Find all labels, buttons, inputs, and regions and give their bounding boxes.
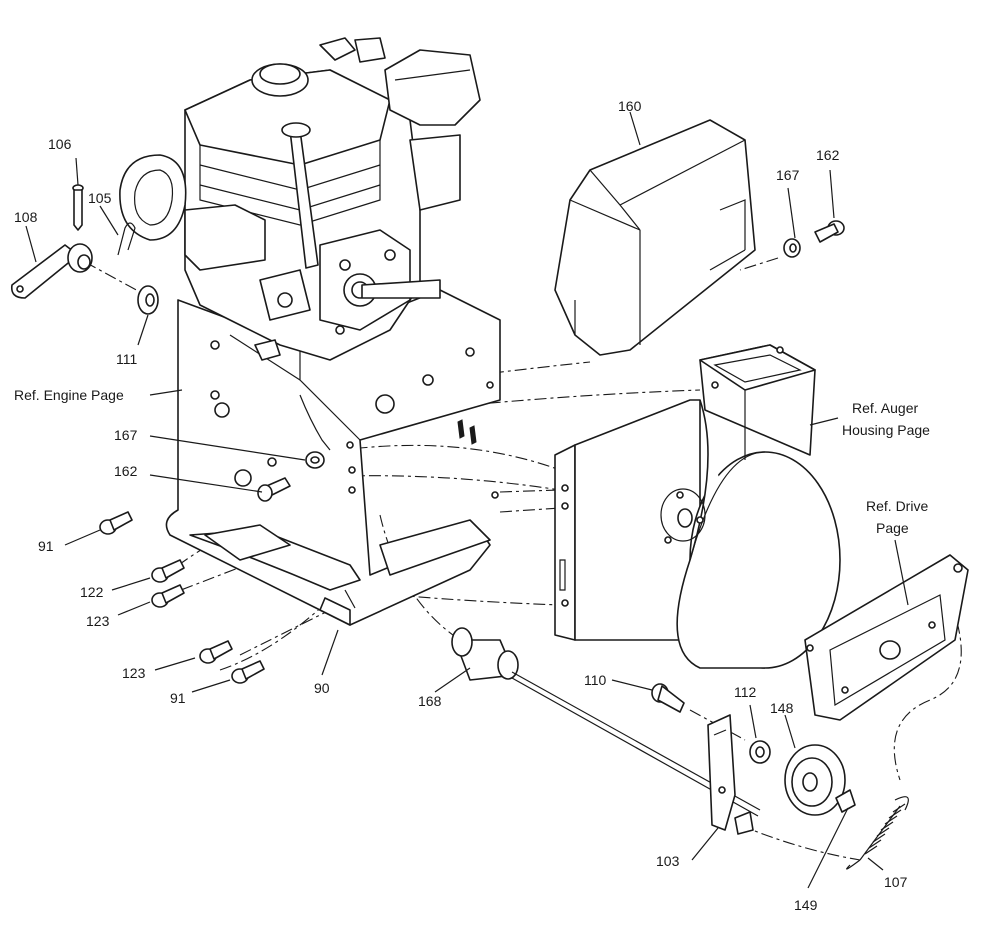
label-91-bottom: 91 bbox=[170, 690, 186, 706]
label-167-right: 167 bbox=[776, 167, 800, 183]
engine bbox=[119, 37, 481, 361]
label-149: 149 bbox=[794, 897, 818, 913]
label-112: 112 bbox=[734, 684, 757, 700]
part-105-clip bbox=[117, 222, 136, 256]
callout-labels: 106 105 108 111 Ref. Engine Page 167 162… bbox=[14, 98, 930, 913]
auger-housing bbox=[554, 344, 841, 669]
ref-auger-line1: Ref. Auger bbox=[852, 400, 918, 416]
part-167-162-left bbox=[257, 451, 325, 502]
pulley-assembly bbox=[651, 683, 856, 816]
leader-lines bbox=[25, 111, 909, 889]
part-106-pin bbox=[72, 184, 84, 231]
label-111: 111 bbox=[116, 351, 137, 367]
ref-drive-line1: Ref. Drive bbox=[866, 498, 928, 514]
label-123-bottom: 123 bbox=[122, 665, 146, 681]
label-103: 103 bbox=[656, 853, 680, 869]
label-105: 105 bbox=[88, 190, 112, 206]
part-160-cover bbox=[554, 119, 756, 356]
label-106: 106 bbox=[48, 136, 72, 152]
label-90: 90 bbox=[314, 680, 330, 696]
label-110: 110 bbox=[584, 672, 607, 688]
engine-frame bbox=[165, 289, 501, 626]
label-123-top: 123 bbox=[86, 613, 110, 629]
bolts-left bbox=[99, 511, 265, 684]
label-91-top: 91 bbox=[38, 538, 54, 554]
ref-drive-line2: Page bbox=[876, 520, 909, 536]
label-160: 160 bbox=[618, 98, 642, 114]
part-108-lever bbox=[10, 243, 93, 299]
label-162-right: 162 bbox=[816, 147, 840, 163]
label-162-left: 162 bbox=[114, 463, 138, 479]
part-111-washer bbox=[137, 285, 159, 315]
label-107: 107 bbox=[884, 874, 908, 890]
part-167-162-right bbox=[783, 220, 845, 258]
part-107-spring bbox=[846, 796, 909, 870]
label-122: 122 bbox=[80, 584, 104, 600]
part-103-bracket bbox=[707, 714, 754, 835]
label-167-left: 167 bbox=[114, 427, 138, 443]
ref-engine-page: Ref. Engine Page bbox=[14, 387, 124, 403]
label-108: 108 bbox=[14, 209, 38, 225]
drive-plate bbox=[804, 554, 969, 721]
ref-auger-line2: Housing Page bbox=[842, 422, 930, 438]
label-168: 168 bbox=[418, 693, 442, 709]
label-148: 148 bbox=[770, 700, 794, 716]
